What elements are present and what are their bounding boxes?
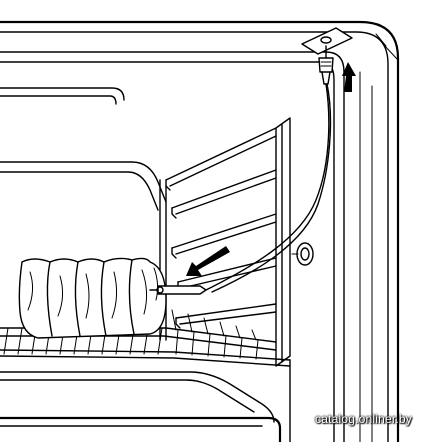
oven-floor <box>0 359 291 442</box>
watermark-text: catalog.onliner.by <box>315 412 412 426</box>
probe-plug <box>318 45 334 85</box>
probe-socket <box>301 27 353 55</box>
diagonal-arrow-icon <box>186 246 230 276</box>
oven-outer-frame <box>0 20 400 442</box>
side-runners <box>159 117 291 367</box>
up-arrow-icon <box>342 62 356 92</box>
meat-probe <box>149 285 207 295</box>
side-grommet <box>291 242 314 266</box>
oven-back-wall <box>0 87 167 211</box>
meat-roll <box>18 257 167 339</box>
